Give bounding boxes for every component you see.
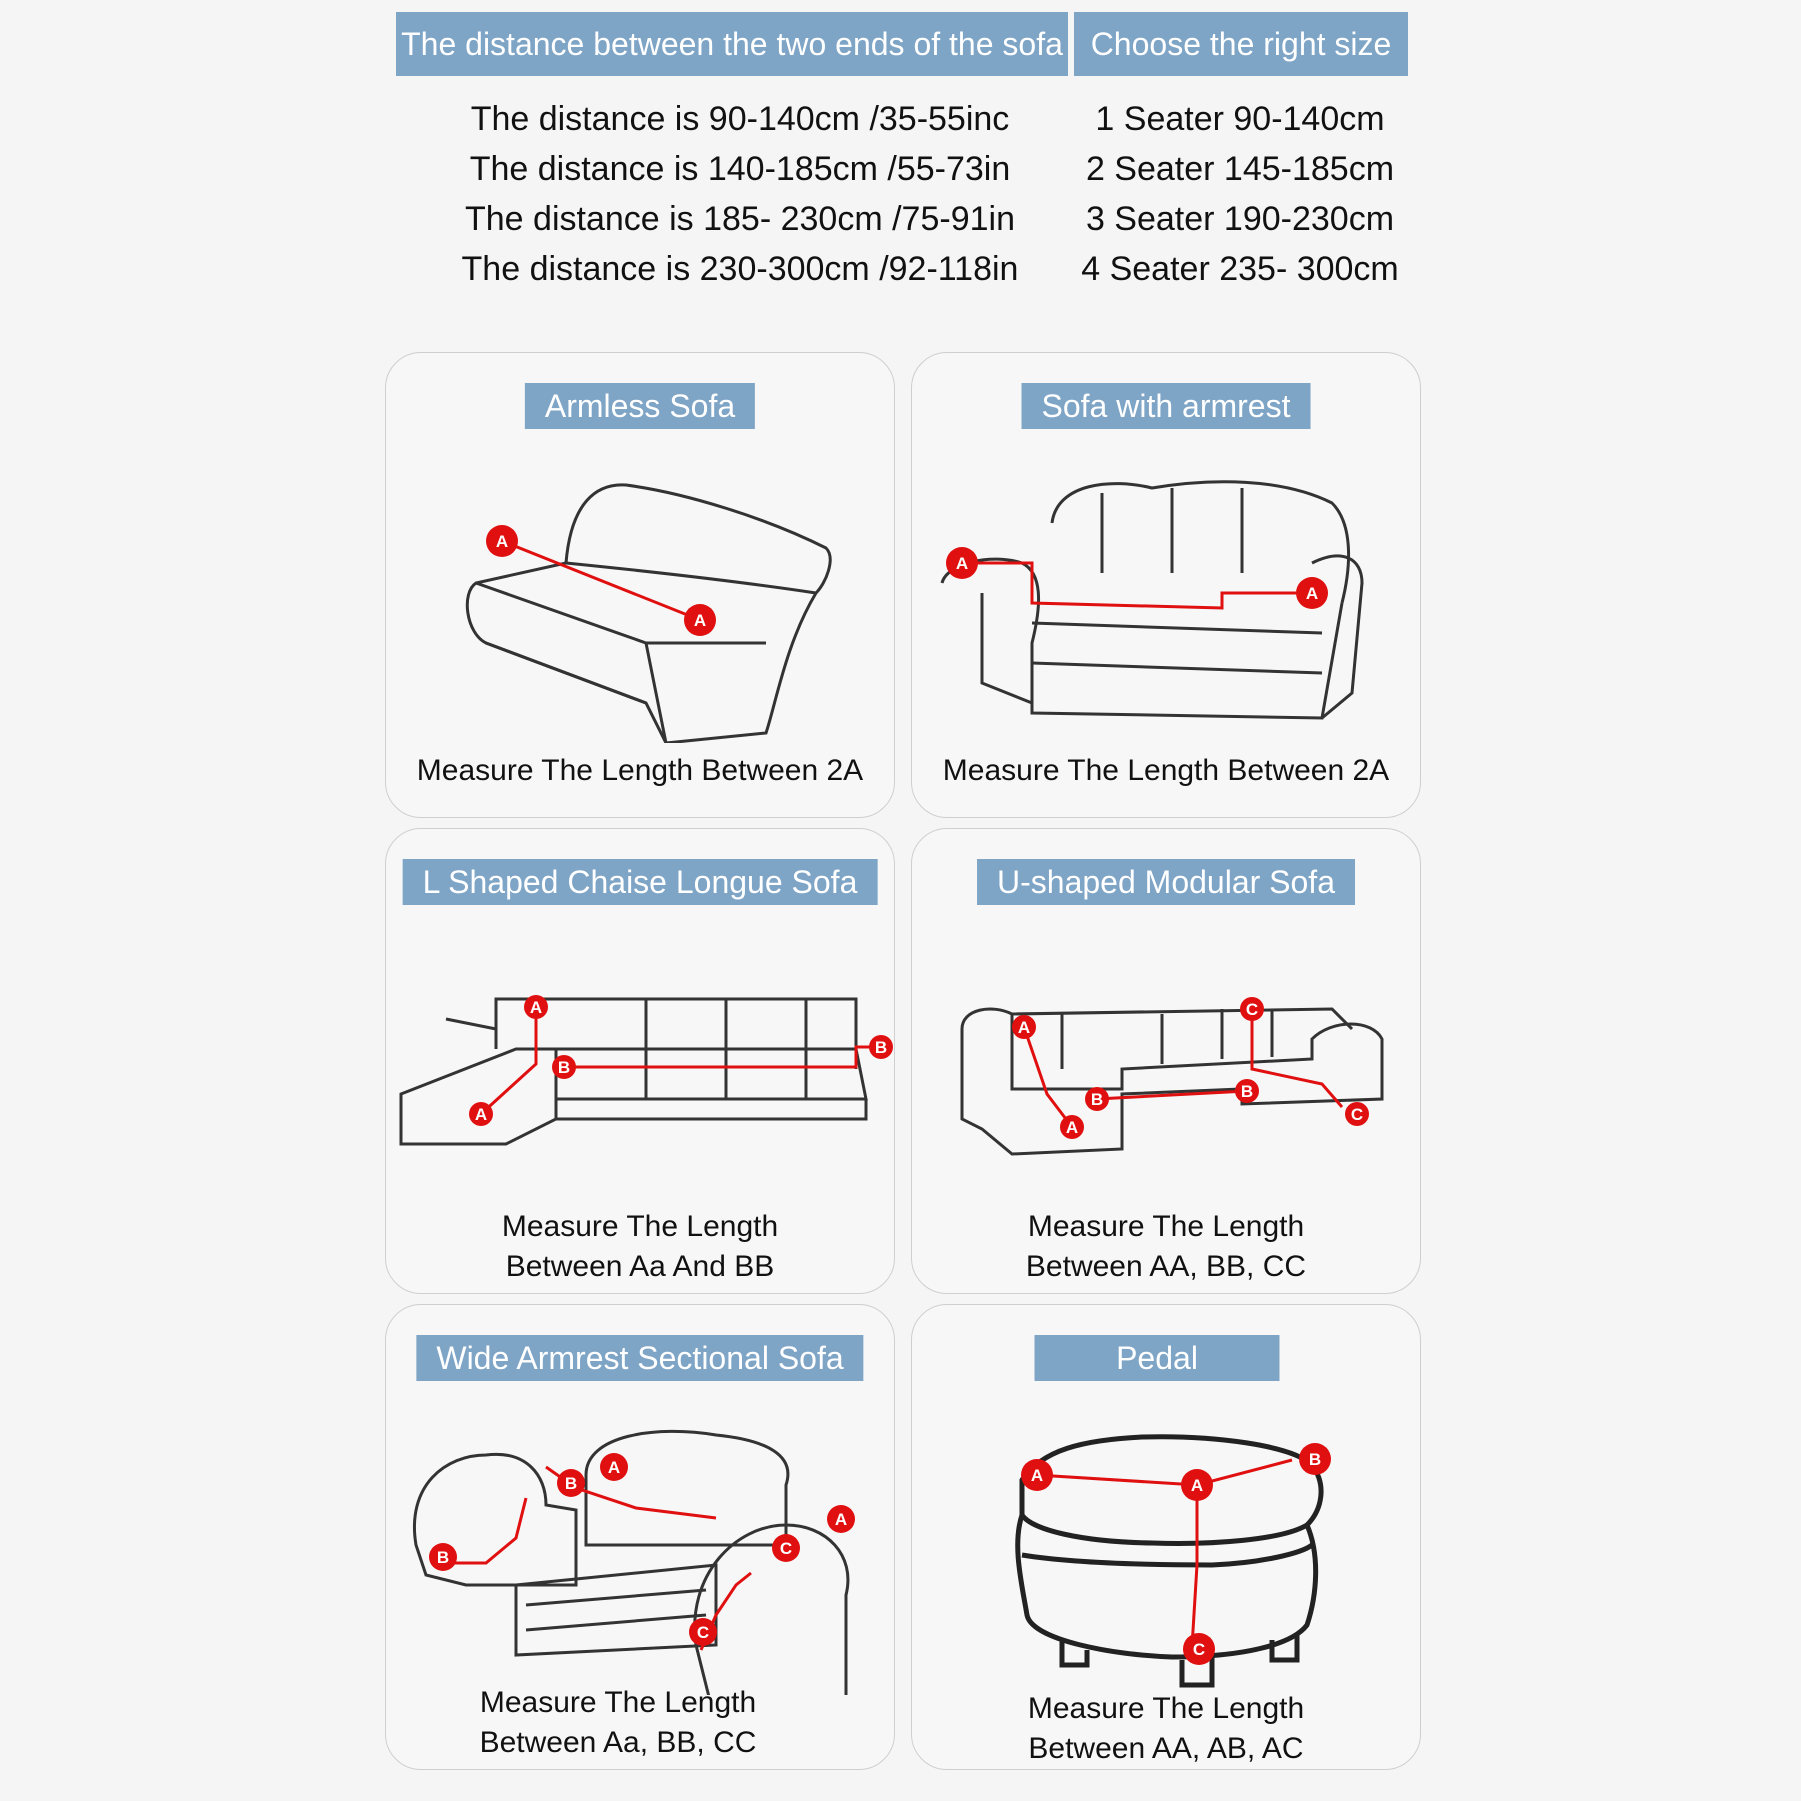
marker-label: A <box>1191 1476 1203 1495</box>
marker-label: A <box>835 1510 847 1529</box>
marker-label: B <box>437 1548 449 1567</box>
card-title: Armless Sofa <box>524 383 756 429</box>
card-title: U-shaped Modular Sofa <box>977 859 1355 905</box>
caption-line: Between AA, BB, CC <box>1025 1250 1307 1283</box>
wide-armrest-sectional-illustration: A A B B C C <box>413 1429 855 1695</box>
card-u-shaped-sofa: U-shaped Modular Sofa A A B B C C Measur… <box>911 828 1421 1294</box>
marker-label: C <box>1351 1105 1363 1124</box>
marker-label: B <box>875 1038 887 1057</box>
card-pedal: Pedal A A B C Measure The Length Between… <box>911 1304 1421 1770</box>
caption-line: Measure The Length <box>501 1210 779 1243</box>
seater-list: 1 Seater 90-140cm 2 Seater 145-185cm 3 S… <box>1065 94 1415 294</box>
distance-row: The distance is 90-140cm /35-55inc <box>470 100 1010 138</box>
caption-line: Between Aa, BB, CC <box>479 1726 757 1759</box>
distance-list: The distance is 90-140cm /35-55inc The d… <box>420 94 1060 294</box>
distance-row: The distance is 230-300cm /92-118in <box>461 250 1019 288</box>
marker-label: B <box>565 1474 577 1493</box>
marker-label: C <box>1246 1000 1258 1019</box>
card-wide-armrest-sectional-sofa: Wide Armrest Sectional Sofa A A B B C C … <box>385 1304 895 1770</box>
marker-label: C <box>1193 1640 1205 1659</box>
marker-label: B <box>1091 1090 1103 1109</box>
card-caption: Measure The Length Between 2A <box>942 754 1390 787</box>
seater-row: 2 Seater 145-185cm <box>1085 150 1395 188</box>
marker-label: B <box>1241 1082 1253 1101</box>
marker-label: B <box>558 1058 570 1077</box>
caption-line: Measure The Length <box>479 1686 757 1719</box>
marker-label: A <box>1031 1466 1043 1485</box>
header-size: Choose the right size <box>1074 12 1408 76</box>
card-title: Wide Armrest Sectional Sofa <box>416 1335 864 1381</box>
marker-label: A <box>1306 584 1318 603</box>
marker-label: A <box>530 998 542 1017</box>
marker-label: A <box>475 1105 487 1124</box>
card-l-shaped-sofa: L Shaped Chaise Longue Sofa A A B B Meas… <box>385 828 895 1294</box>
marker-label: A <box>694 611 706 630</box>
l-shaped-sofa-illustration: A A B B <box>399 995 893 1146</box>
card-caption: Measure The Length Between 2A <box>416 754 864 787</box>
marker-label: C <box>780 1539 792 1558</box>
marker-label: C <box>697 1623 709 1642</box>
card-title: L Shaped Chaise Longue Sofa <box>402 859 878 905</box>
card-title: Pedal <box>1034 1335 1280 1381</box>
header-distance: The distance between the two ends of the… <box>396 12 1068 76</box>
card-caption: Measure The Length Between Aa, BB, CC <box>364 1683 872 1763</box>
card-caption: Measure The Length Between Aa And BB <box>386 1207 894 1287</box>
card-sofa-with-armrest: Sofa with armrest A A Measure The Length… <box>911 352 1421 818</box>
caption-line: Measure The Length <box>1027 1692 1305 1725</box>
card-armless-sofa: Armless Sofa A A Measure The Length Betw… <box>385 352 895 818</box>
seater-row: 3 Seater 190-230cm <box>1085 200 1395 238</box>
distance-row: The distance is 185- 230cm /75-91in <box>465 200 1015 238</box>
card-title: Sofa with armrest <box>1021 383 1311 429</box>
card-caption: Measure The Length Between AA, AB, AC <box>912 1689 1420 1769</box>
armless-sofa-illustration: A A <box>465 483 832 743</box>
marker-label: A <box>608 1458 620 1477</box>
caption-line: Measure The Length <box>1027 1210 1305 1243</box>
marker-label: A <box>1018 1018 1030 1037</box>
caption-line: Between AA, AB, AC <box>1028 1732 1304 1765</box>
card-caption: Measure The Length Between AA, BB, CC <box>912 1207 1420 1287</box>
marker-label: A <box>1066 1118 1078 1137</box>
pedal-illustration: A A B C <box>1015 1434 1331 1688</box>
sofa-with-armrest-illustration: A A <box>940 480 1364 720</box>
marker-label: A <box>956 554 968 573</box>
u-shaped-sofa-illustration: A A B B C C <box>960 997 1384 1156</box>
seater-row: 1 Seater 90-140cm <box>1095 100 1385 138</box>
seater-row: 4 Seater 235- 300cm <box>1081 250 1399 288</box>
distance-row: The distance is 140-185cm /55-73in <box>469 150 1011 188</box>
marker-label: B <box>1309 1450 1321 1469</box>
caption-line: Between Aa And BB <box>505 1250 775 1283</box>
marker-label: A <box>496 532 508 551</box>
